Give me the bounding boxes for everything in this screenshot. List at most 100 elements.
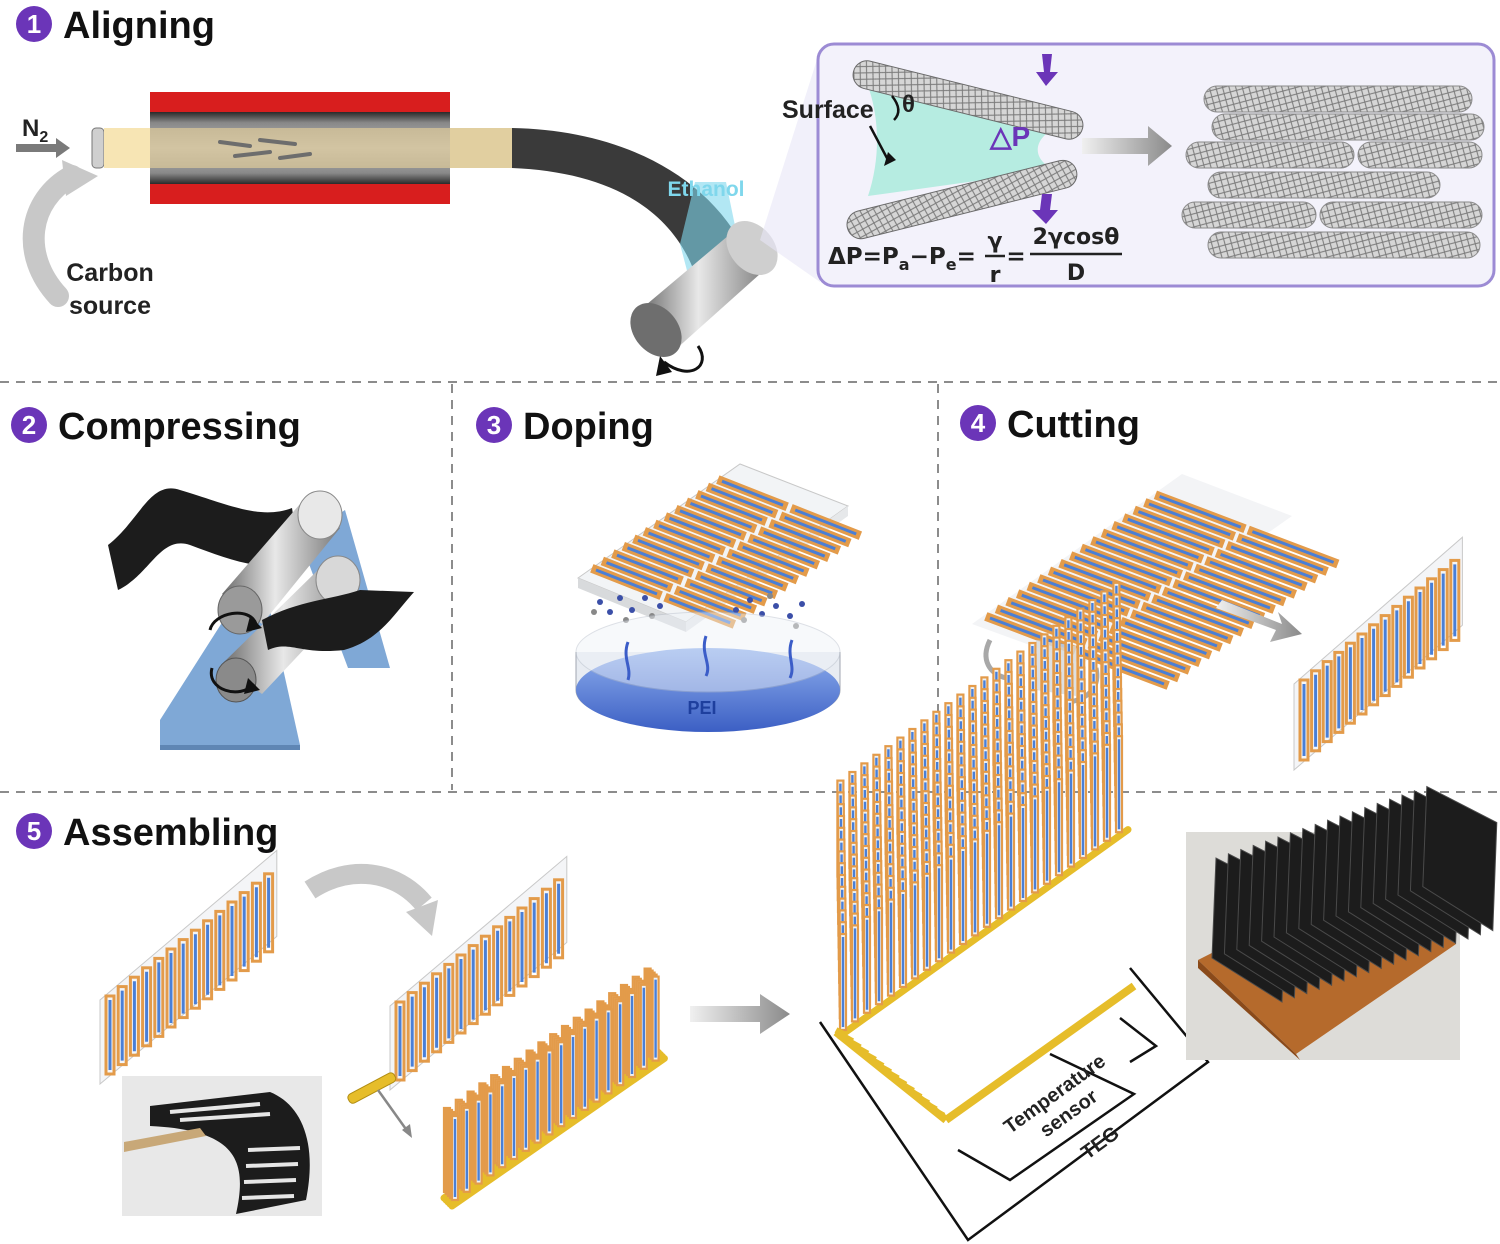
te-leg [1391, 604, 1403, 688]
te-leg-core [679, 509, 742, 537]
surface-label: Surface [782, 96, 874, 124]
te-leg [455, 953, 467, 1035]
te-leg-core [1042, 578, 1125, 613]
equation-denominator: D [1067, 261, 1085, 286]
te-leg-core [1167, 590, 1250, 625]
arrow-icon [690, 994, 790, 1034]
te-leg-core [668, 597, 731, 625]
arrow-icon [1082, 126, 1172, 166]
te-leg-core [689, 502, 753, 529]
pei-molecules [591, 593, 799, 629]
te-leg [250, 881, 262, 963]
pei-label: PEI [687, 698, 716, 718]
te-leg-core [1116, 525, 1199, 560]
te-leg [189, 928, 201, 1010]
surface-pointer [868, 125, 890, 161]
delta-p-label: △P [989, 121, 1030, 152]
te-leg [479, 934, 491, 1016]
photo-icon [122, 1076, 322, 1216]
te-leg [1426, 577, 1438, 661]
arrow-icon [16, 138, 70, 158]
te-leg-core [1209, 560, 1292, 595]
te-leg-core [689, 582, 752, 610]
te-leg [263, 872, 275, 954]
te-leg [406, 991, 418, 1073]
nozzle [91, 127, 105, 169]
step-title: Aligning [63, 5, 215, 47]
te-leg [1344, 641, 1356, 725]
nanotube-icon [846, 159, 1078, 240]
te-leg-core [1241, 537, 1324, 572]
thermoelectric-pattern [590, 475, 863, 629]
gold-rail [836, 826, 1132, 1040]
capillary-box: Surface θ △P ΔP=Pa−Pe= γ r = 2γcosθ D [782, 42, 1496, 288]
te-leg [418, 981, 430, 1063]
te-leg [1368, 623, 1380, 707]
petri-dish-icon [575, 611, 841, 732]
rotation-arrow-icon [663, 345, 704, 373]
step-number: 2 [22, 410, 36, 440]
te-leg-core [763, 530, 826, 558]
step-title: Assembling [63, 812, 278, 854]
carbon-source-label: source [69, 292, 151, 320]
te-leg-core [1074, 555, 1157, 590]
te-leg-core [742, 545, 805, 573]
angle-arc [891, 95, 900, 121]
te-leg-core [626, 546, 690, 574]
ethanol-label: Ethanol [668, 178, 745, 201]
nanotube-icon [852, 60, 1084, 140]
te-leg [467, 944, 479, 1026]
te-leg-core [1124, 621, 1207, 656]
te-leg [492, 925, 504, 1007]
furnace-tube-inner [150, 128, 512, 168]
arrow-icon [304, 863, 432, 911]
arrow-icon [402, 1124, 412, 1138]
te-leg-core [595, 568, 658, 596]
te-leg-core [1188, 575, 1271, 610]
te-leg-core [1220, 552, 1303, 587]
step-heading-3: 3 Doping [476, 406, 654, 448]
sensor-wiring [1119, 1017, 1159, 1064]
te-leg-core [1063, 563, 1146, 598]
roller-icon [630, 221, 778, 357]
arrow-icon [62, 160, 98, 196]
te-leg-core [668, 516, 732, 544]
gold-rail [833, 1028, 949, 1124]
aligning-furnace: N2 Carbon source Ethanol [16, 50, 820, 376]
sensor-wiring [957, 1052, 1137, 1182]
te-leg [540, 887, 552, 969]
theta-label: θ [902, 91, 915, 118]
step-number: 4 [971, 408, 986, 438]
te-leg-core [1230, 545, 1313, 580]
arrow-icon [22, 165, 83, 307]
te-leg-core [721, 479, 784, 507]
te-leg-core [679, 590, 742, 617]
te-leg [394, 1000, 406, 1082]
circled-number-icon [960, 405, 996, 441]
pei-molecules [597, 595, 805, 619]
te-leg [1321, 660, 1333, 744]
heat-fins [1211, 785, 1498, 1003]
step-title: Compressing [58, 406, 301, 448]
step-heading-4: 4 Cutting [960, 404, 1140, 446]
te-leg-core [647, 531, 711, 559]
step-number: 3 [487, 410, 501, 440]
te-leg [202, 919, 214, 1001]
rotation-arrow-icon [983, 638, 1007, 681]
step-heading-5: 5 Assembling [16, 812, 278, 854]
te-leg [528, 897, 540, 979]
equation-gamma: γ [988, 229, 1003, 254]
te-leg [1402, 595, 1414, 679]
te-leg [516, 906, 528, 988]
step-heading-1: 1 Aligning [16, 5, 215, 47]
te-leg-core [1095, 540, 1178, 575]
te-leg [1449, 558, 1461, 642]
arrow-icon [1036, 54, 1058, 86]
gas-label: N2 [22, 115, 48, 146]
te-leg-core [1251, 530, 1335, 564]
equation-numerator: 2γcosθ [1033, 225, 1120, 250]
te-leg-core [710, 487, 774, 514]
te-leg [1414, 586, 1426, 670]
doping-illustration: PEI [575, 463, 863, 732]
te-leg-core [605, 561, 669, 588]
